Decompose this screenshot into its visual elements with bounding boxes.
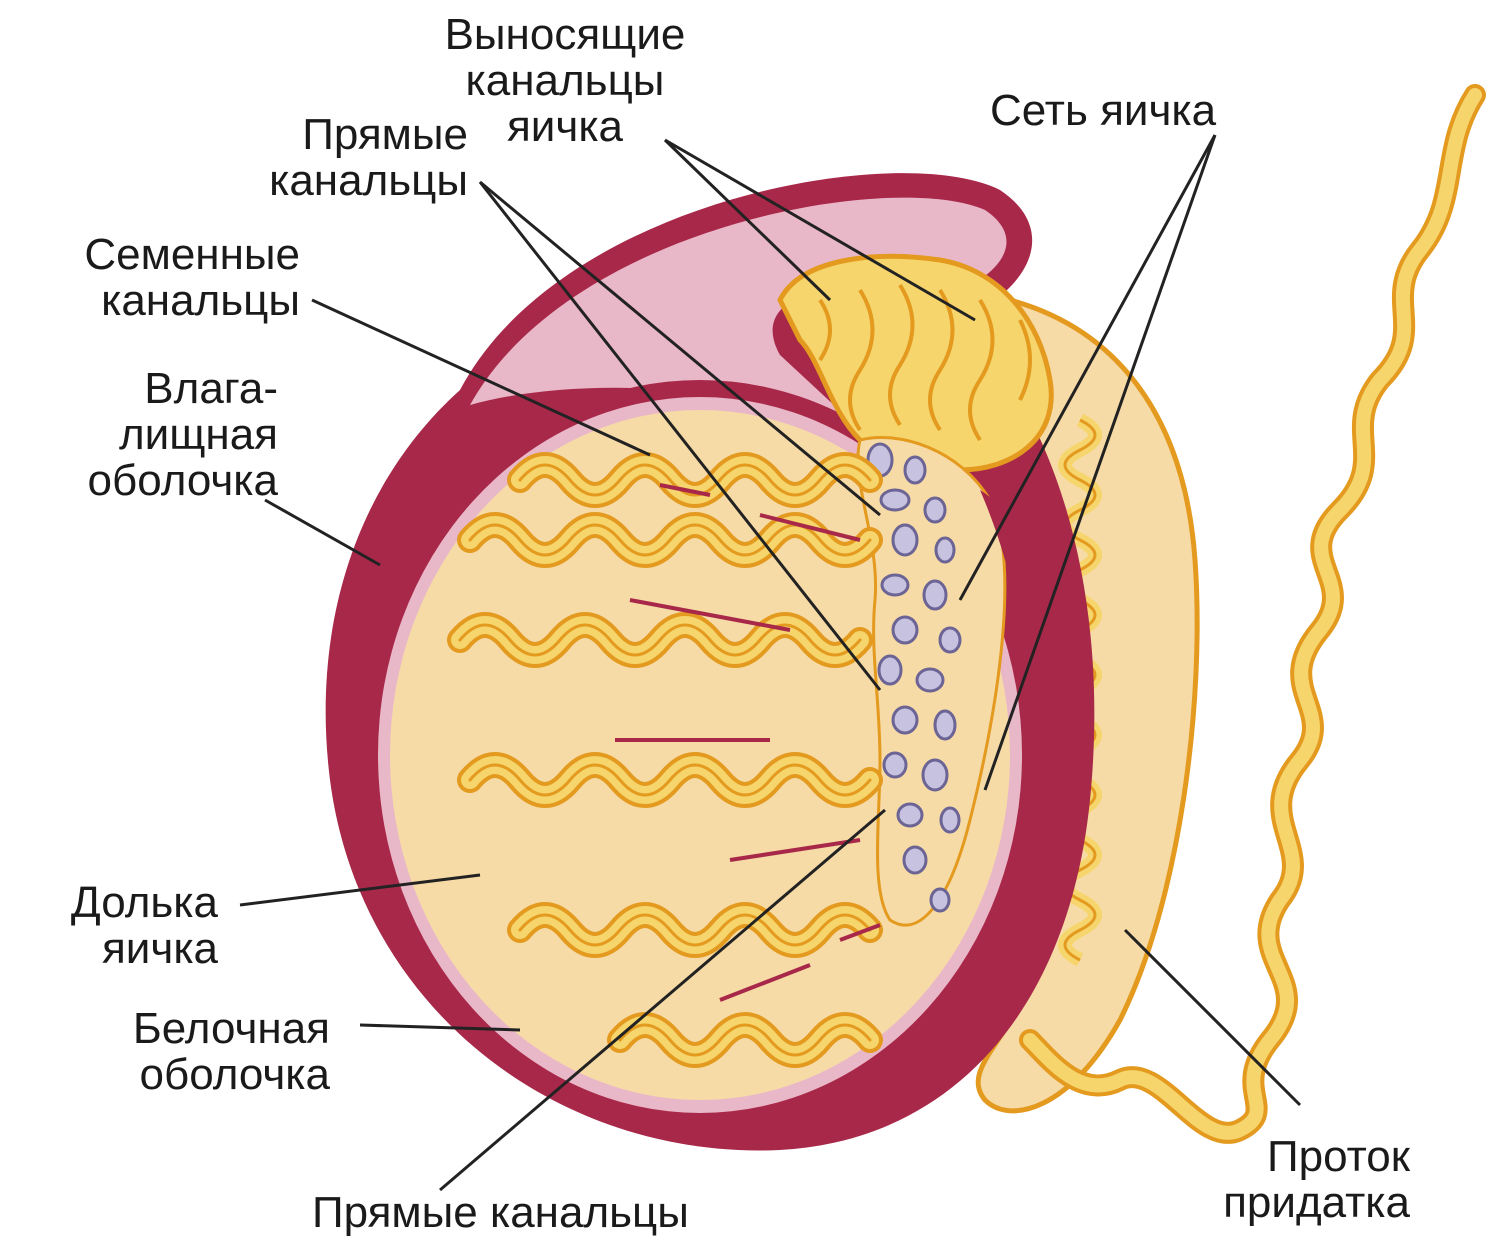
label-seminiferous-tubules: Семенные канальцы bbox=[0, 232, 300, 324]
label-straight-tubules-bottom: Прямые канальцы bbox=[312, 1190, 689, 1236]
label-lobule: Долька яичка bbox=[0, 880, 218, 972]
label-tunica-vaginalis: Влага- лищная оболочка bbox=[0, 366, 278, 504]
label-rete-testis: Сеть яичка bbox=[990, 88, 1216, 134]
label-tunica-albuginea: Белочная оболочка bbox=[0, 1006, 330, 1098]
label-epididymal-duct: Проток придатка bbox=[1120, 1134, 1410, 1226]
label-straight-tubules-top: Прямые канальцы bbox=[200, 112, 468, 204]
